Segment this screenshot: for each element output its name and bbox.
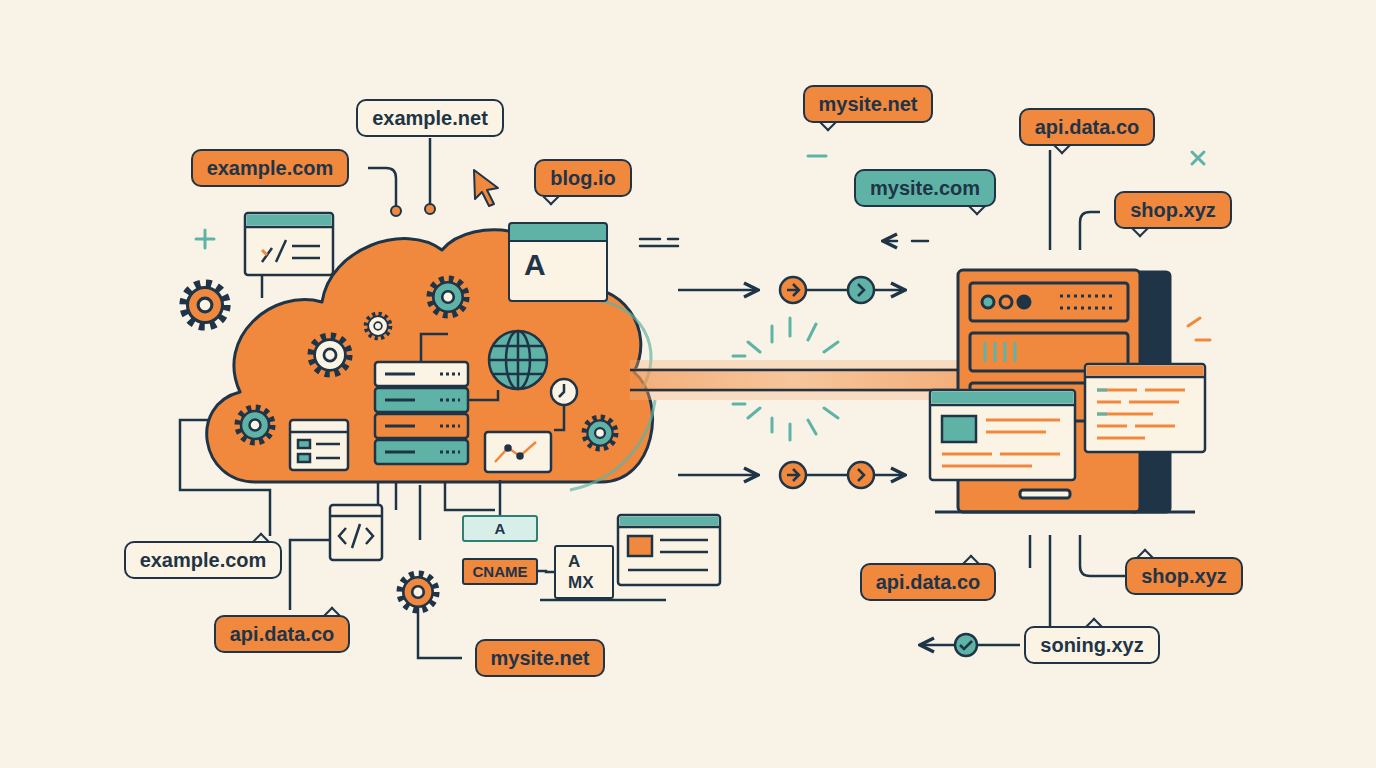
code-windows xyxy=(930,364,1205,480)
bubble-tail xyxy=(1085,618,1102,635)
bubble-tail xyxy=(1131,221,1148,238)
node-label: shop.xyz xyxy=(1141,564,1227,588)
node-label: shop.xyz xyxy=(1130,198,1216,222)
data-beam xyxy=(630,318,960,440)
domain-tag: shop.xyz xyxy=(1114,191,1232,229)
node-label: A xyxy=(472,519,528,538)
node-label: mysite.com xyxy=(870,176,980,200)
node-label: mysite.net xyxy=(491,646,590,670)
domain-tag: example.net xyxy=(356,99,504,137)
chart-window xyxy=(485,432,551,472)
domain-tag: api.data.co xyxy=(1019,108,1155,146)
flow-arrows xyxy=(678,277,905,488)
node-label: example.net xyxy=(372,106,488,130)
bubble-tail xyxy=(968,199,985,216)
bubble-tail xyxy=(962,555,979,572)
bubble-tail xyxy=(542,189,559,206)
node-label: A xyxy=(568,551,600,572)
record-window: A xyxy=(508,222,608,302)
node-label: A xyxy=(524,248,598,282)
domain-tag: example.com xyxy=(124,541,283,579)
node-label: api.data.co xyxy=(876,570,980,594)
cursor xyxy=(474,170,498,206)
node-label: example.com xyxy=(140,548,267,572)
domain-tag: mysite.net xyxy=(475,639,606,677)
node-label: MX xyxy=(568,572,600,593)
bubble-tail xyxy=(820,115,837,132)
code-icon xyxy=(330,505,382,560)
bubble-tail xyxy=(1053,138,1070,155)
bubble-tail xyxy=(252,533,269,550)
node-label: mysite.net xyxy=(819,92,918,116)
domain-tag: mysite.com xyxy=(854,169,996,207)
editor-window xyxy=(245,213,333,275)
domain-tag: soning.xyz xyxy=(1024,626,1159,664)
node-label: soning.xyz xyxy=(1040,633,1143,657)
connector xyxy=(538,571,554,572)
domain-tag: example.com xyxy=(191,149,350,187)
globe xyxy=(489,331,547,389)
record-box: A xyxy=(462,515,538,542)
bubble-tail xyxy=(1136,549,1153,566)
record-window: AMX xyxy=(554,545,614,599)
node-label: blog.io xyxy=(550,166,616,190)
domain-tag: mysite.net xyxy=(803,85,934,123)
record-box: CNAME xyxy=(462,558,538,585)
check-badge xyxy=(955,634,977,656)
domain-tag: api.data.co xyxy=(214,615,350,653)
record-window xyxy=(540,515,720,600)
domain-tag: blog.io xyxy=(534,159,632,197)
domain-tag: shop.xyz xyxy=(1125,557,1243,595)
node-label: api.data.co xyxy=(1035,115,1139,139)
node-label: example.com xyxy=(207,156,334,180)
node-label: api.data.co xyxy=(230,622,334,646)
list-window xyxy=(290,420,348,470)
domain-tag: api.data.co xyxy=(860,563,996,601)
node-label: CNAME xyxy=(472,562,528,581)
bubble-tail xyxy=(323,607,340,624)
server-stack xyxy=(375,334,498,464)
clock-icon xyxy=(551,379,577,430)
